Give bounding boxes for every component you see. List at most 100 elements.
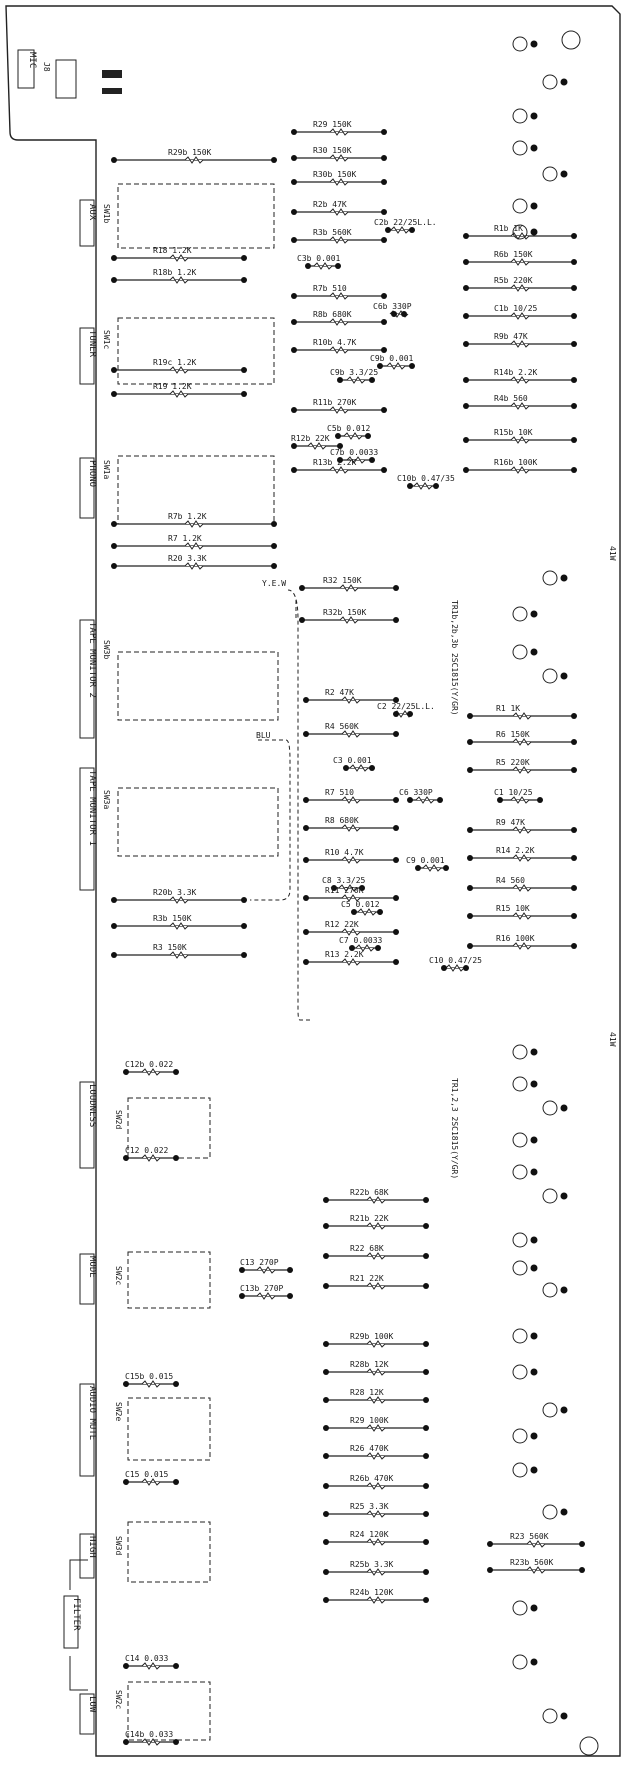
solder-pad — [337, 443, 343, 449]
switch-low: LOW SW2c — [79, 1681, 211, 1741]
component-label: R19c 1.2K — [153, 358, 197, 367]
solder-pad — [369, 457, 375, 463]
component-label: C5 0.012 — [341, 900, 380, 909]
component-label: C10 0.47/25 — [429, 956, 482, 965]
component-label: R2 47K — [325, 688, 354, 697]
solder-pad — [173, 1479, 179, 1485]
component-label: C12 0.022 — [125, 1146, 169, 1155]
component-label: R30 150K — [313, 146, 352, 155]
solder-pad — [393, 895, 399, 901]
component-r14b: R14b 2.2K — [463, 368, 577, 384]
mic-jack: MIC J8 — [17, 49, 122, 99]
component-r32: R32 150K — [299, 576, 399, 592]
component-c1b: C1b 10/25 — [463, 304, 577, 320]
solder-pad — [393, 585, 399, 591]
component-label: C7 0.0033 — [339, 936, 383, 945]
svg-text:TUNER: TUNER — [87, 330, 97, 358]
component-label: C15b 0.015 — [125, 1372, 173, 1381]
solder-pad — [359, 885, 365, 891]
solder-pad — [323, 1597, 329, 1603]
component-r23b: R23b 560K — [487, 1558, 585, 1574]
board-outline — [5, 5, 621, 1757]
switch-high: HIGH SW3d — [79, 1521, 211, 1583]
component-r13: R13 2.2K — [303, 950, 399, 966]
component-label: R8b 680K — [313, 310, 352, 319]
component-r5b: R5b 220K — [463, 276, 577, 292]
component-r2: R2 47K — [303, 688, 399, 704]
svg-text:AUDIO MUTE: AUDIO MUTE — [87, 1386, 97, 1440]
component-label: R3b 560K — [313, 228, 352, 237]
solder-pad — [123, 1663, 129, 1669]
component-r6b: R6b 150K — [463, 250, 577, 266]
component-label: R25b 3.3K — [350, 1560, 394, 1569]
solder-pad — [111, 277, 117, 283]
component-r28b: R28b 12K — [323, 1360, 429, 1376]
component-label: C3 0.001 — [333, 756, 372, 765]
solder-pad — [381, 209, 387, 215]
solder-pad — [393, 617, 399, 623]
solder-pad — [323, 1569, 329, 1575]
solder-pad — [111, 543, 117, 549]
component-r16: R16 100K — [467, 934, 577, 950]
switch-tape-monitor-1: TAPE MONITOR 1 SW3a — [79, 767, 279, 891]
solder-pad — [337, 457, 343, 463]
component-label: R25 3.3K — [350, 1502, 389, 1511]
solder-pad — [571, 233, 577, 239]
switch-phono: PHONO SW1a — [79, 455, 275, 525]
solder-pad — [323, 1539, 329, 1545]
component-r21: R21 22K — [323, 1274, 429, 1290]
solder-pad — [407, 711, 413, 717]
component-r13b: R13b 2.2K — [291, 458, 387, 474]
component-label: C6b 330P — [373, 302, 412, 311]
solder-pad — [381, 319, 387, 325]
solder-pad — [423, 1425, 429, 1431]
component-label: R30b 150K — [313, 170, 357, 179]
solder-pad — [467, 713, 473, 719]
solder-pad — [571, 341, 577, 347]
component-r5: R5 220K — [467, 758, 577, 774]
component-c15: C15 0.015 — [123, 1470, 179, 1486]
solder-pad — [463, 313, 469, 319]
component-label: R20 3.3K — [168, 554, 207, 563]
terminal-pad — [512, 36, 528, 52]
component-r29b: R29b 150K — [111, 148, 277, 164]
solder-pad — [530, 1264, 538, 1272]
solder-pad — [291, 237, 297, 243]
terminal-pad — [512, 1232, 528, 1248]
solder-pad — [299, 617, 305, 623]
bus-blu-label: BLU — [256, 731, 271, 740]
solder-pad — [579, 1567, 585, 1573]
svg-text:AUX: AUX — [87, 204, 97, 221]
solder-pad — [497, 797, 503, 803]
solder-pad — [123, 1479, 129, 1485]
solder-pad — [463, 233, 469, 239]
solder-pad — [463, 285, 469, 291]
component-c12: C12 0.022 — [123, 1146, 179, 1162]
solder-pad — [381, 155, 387, 161]
component-label: C12b 0.022 — [125, 1060, 173, 1069]
component-c1: C1 10/25 — [494, 788, 543, 804]
component-r26b: R26b 470K — [323, 1474, 429, 1490]
component-r11: R11 270K — [303, 886, 399, 902]
solder-pad — [111, 952, 117, 958]
solder-pad — [530, 610, 538, 618]
component-label: R9 47K — [496, 818, 525, 827]
terminal-pad — [512, 224, 528, 240]
solder-pad — [560, 1406, 568, 1414]
solder-pad — [571, 885, 577, 891]
component-label: R28b 12K — [350, 1360, 389, 1369]
solder-pad — [287, 1267, 293, 1273]
component-c14: C14 0.033 — [123, 1654, 179, 1670]
component-label: R21b 22K — [350, 1214, 389, 1223]
component-label: R28 12K — [350, 1388, 384, 1397]
component-label: R16 100K — [496, 934, 535, 943]
component-r10b: R10b 4.7K — [291, 338, 387, 354]
solder-pad — [487, 1541, 493, 1547]
solder-pad — [463, 377, 469, 383]
component-r30: R30 150K — [291, 146, 387, 162]
svg-text:SW1a: SW1a — [102, 460, 111, 479]
terminal-pad — [512, 140, 528, 156]
component-label: R18 1.2K — [153, 246, 192, 255]
svg-text:PHONO: PHONO — [87, 460, 97, 487]
